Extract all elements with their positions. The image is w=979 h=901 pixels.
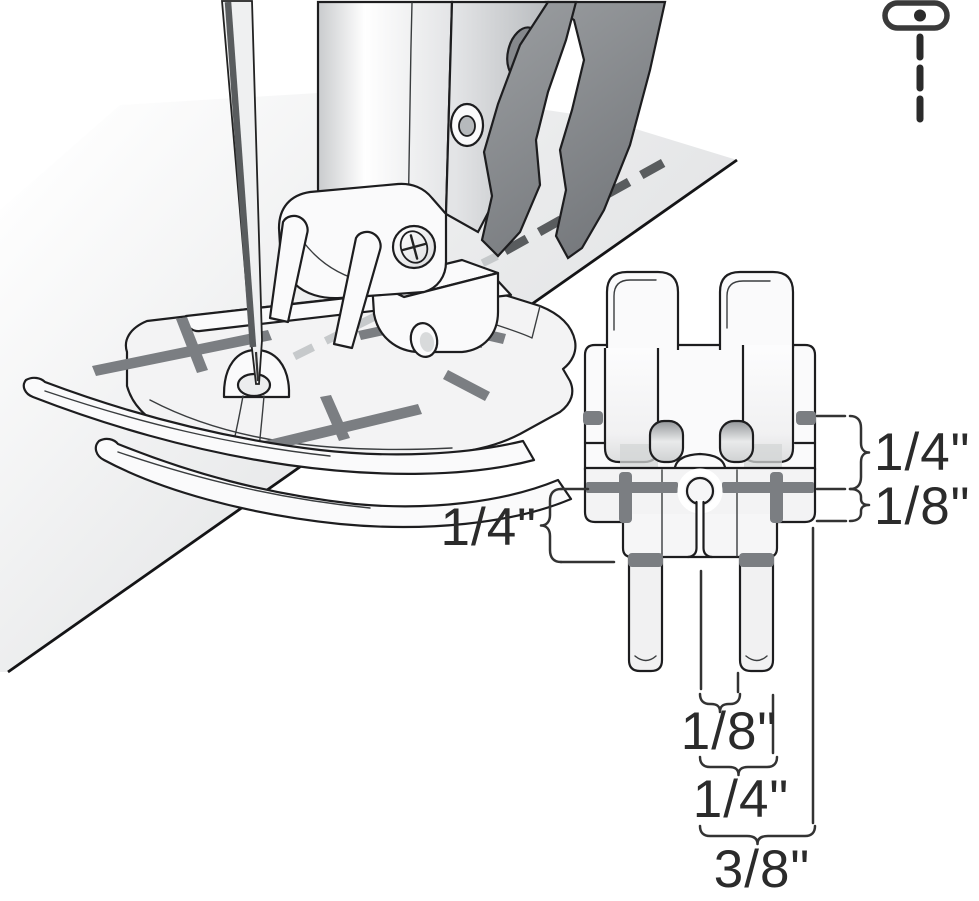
- foot-3d-rails: [22, 376, 573, 529]
- guide-rail-upper: [22, 376, 536, 475]
- brace-bottom-quarter: [698, 755, 779, 777]
- brace-bottom-threeeighths: [698, 824, 817, 846]
- brace-right-eighth: [848, 487, 871, 523]
- needle-groove: [224, 1, 257, 348]
- front-prong-left: [605, 270, 680, 352]
- front-leg-right: [738, 556, 775, 673]
- extension-lines-left: [559, 487, 616, 564]
- dim-right-middle: 1/8": [874, 477, 971, 536]
- front-leg-left: [627, 556, 664, 673]
- dim-right-top: 1/4": [874, 423, 971, 482]
- dimension-annotations: 1/4" 1/8" 1/4" 1/8" 1/4" 3/8": [441, 414, 971, 899]
- fork-prong-left: [268, 214, 309, 324]
- brace-bottom-eighth: [698, 692, 742, 714]
- casting-left: [480, 0, 578, 258]
- brace-left-quarter: [539, 487, 563, 564]
- foot-3d-sole: [92, 252, 577, 460]
- dim-bottom-first: 1/8": [681, 702, 778, 761]
- dim-left: 1/4": [441, 498, 538, 557]
- dim-bottom-second: 1/4": [693, 770, 790, 829]
- front-bar-foot-left: [648, 419, 685, 464]
- machine-head: [316, 0, 667, 260]
- straight-stitch-icon: [882, 0, 950, 123]
- brace-right-quarter: [848, 414, 871, 491]
- needle-hole: [236, 372, 272, 398]
- front-prong-right: [718, 270, 795, 350]
- casting-right: [544, 0, 667, 260]
- extension-ticks-bottom: [699, 526, 815, 825]
- needle: [221, 0, 263, 385]
- fork-prong-right: [332, 230, 382, 350]
- dim-bottom-third: 3/8": [714, 840, 811, 899]
- needle-tip: [254, 351, 260, 382]
- foot-front-view: [583, 270, 817, 673]
- foot-holder: [268, 182, 448, 350]
- extension-dashes-right: [815, 414, 848, 523]
- front-bar-foot-right: [718, 419, 755, 464]
- guide-rail-lower: [94, 437, 573, 529]
